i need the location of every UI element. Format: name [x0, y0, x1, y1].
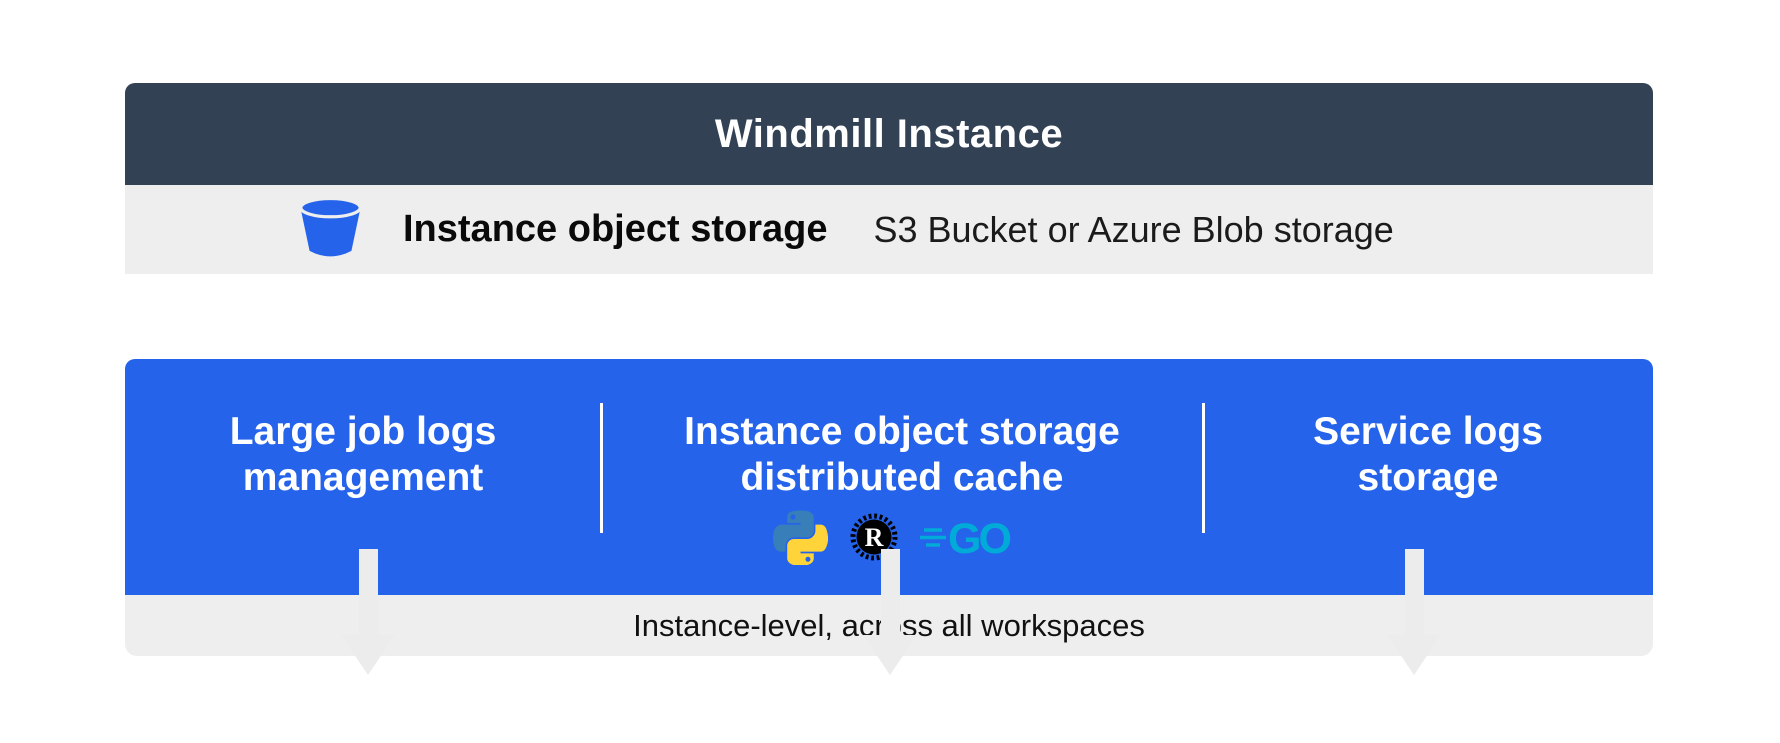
bucket-icon — [299, 198, 362, 257]
section-label-line: Instance object storage — [684, 410, 1120, 453]
object-storage-detail: S3 Bucket or Azure Blob storage — [873, 208, 1394, 250]
section-label-line: Service logs — [1313, 410, 1543, 453]
section-label-line: storage — [1357, 456, 1499, 499]
python-icon — [772, 509, 828, 565]
section-label-line: Large job logs — [229, 410, 497, 453]
section-label: Large job logs management — [230, 409, 497, 501]
section-service-logs: Service logs storage — [1203, 359, 1653, 595]
section-label-line: management — [242, 456, 484, 499]
svg-text:R: R — [864, 523, 883, 552]
diagram-header: Windmill Instance — [125, 83, 1653, 185]
section-divider — [600, 403, 603, 533]
section-label: Service logs storage — [1313, 409, 1543, 501]
connector-gap — [125, 274, 1653, 359]
section-divider — [1202, 403, 1205, 533]
page-title: Windmill Instance — [714, 111, 1064, 156]
language-logos: R GO — [772, 508, 1032, 566]
object-storage-bar: Instance object storage S3 Bucket or Azu… — [125, 185, 1653, 274]
rust-icon: R — [850, 513, 897, 561]
section-distributed-cache: Instance object storage distributed cach… — [601, 359, 1203, 595]
section-label-line: distributed cache — [740, 456, 1064, 499]
object-storage-label: Instance object storage — [403, 208, 828, 250]
storage-uses-panel: Large job logs management Instance objec… — [125, 359, 1653, 595]
svg-text:GO: GO — [948, 515, 1010, 559]
windmill-instance-diagram: Windmill Instance Instance object storag… — [125, 83, 1653, 675]
go-icon: GO — [919, 515, 1013, 559]
section-large-job-logs: Large job logs management — [125, 359, 601, 595]
section-label: Instance object storage distributed cach… — [684, 409, 1120, 501]
